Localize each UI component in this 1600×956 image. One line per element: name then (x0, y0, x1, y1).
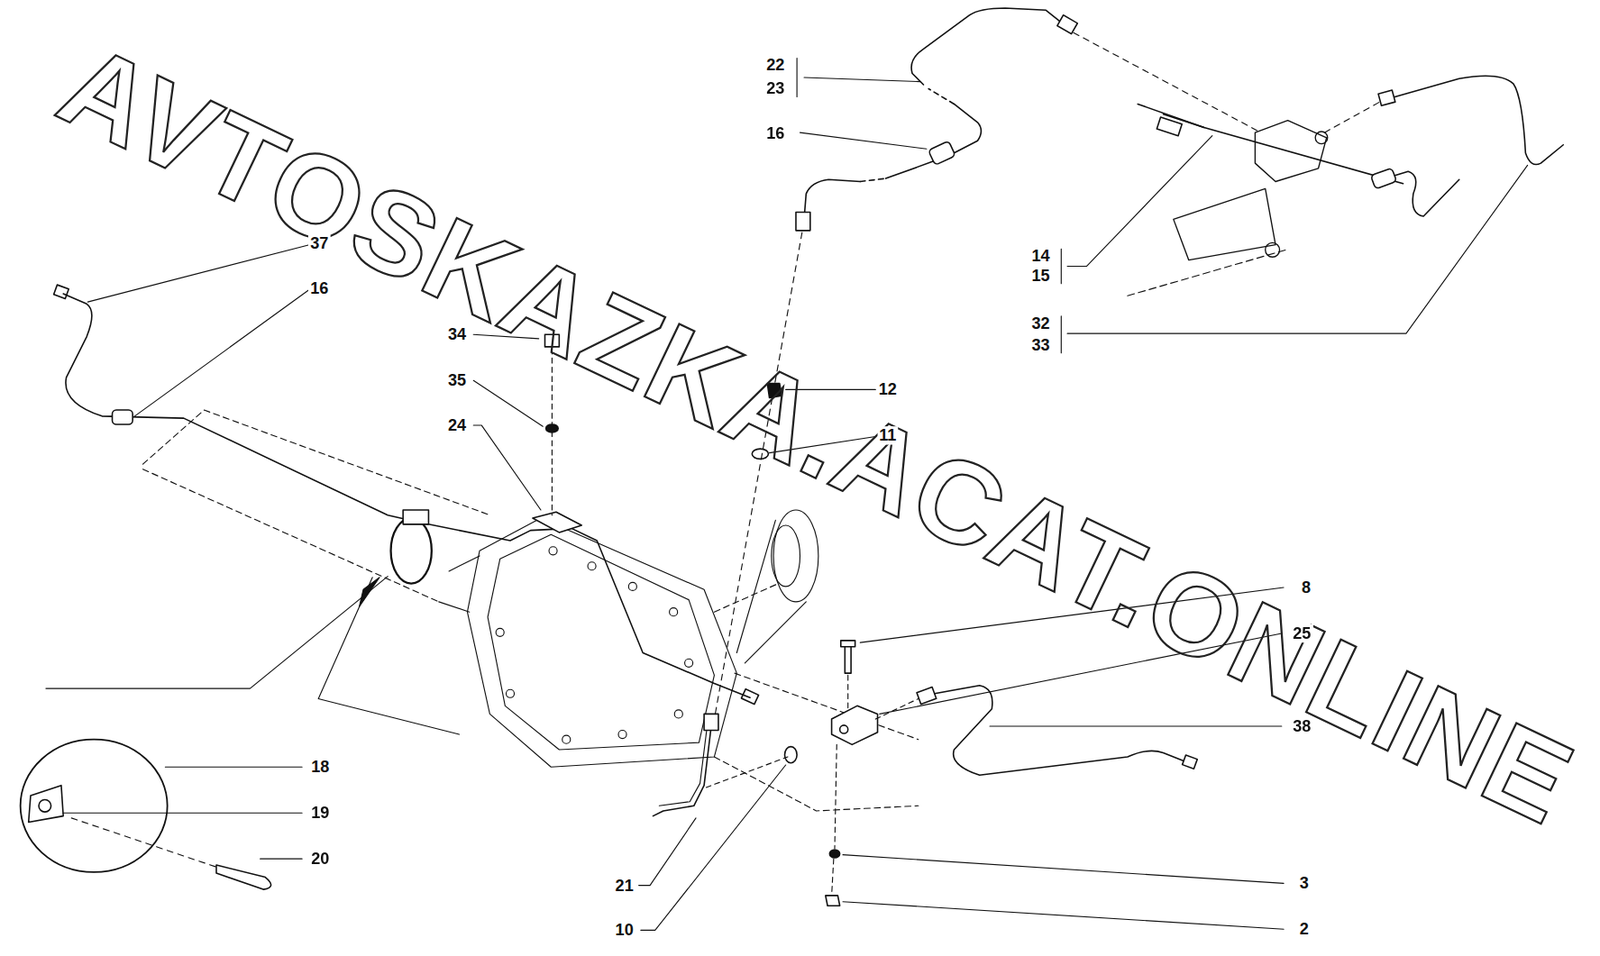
callout-number: 20 (309, 850, 332, 869)
callout-number: 32 (1029, 314, 1052, 333)
callout-number: 12 (876, 380, 899, 399)
callout-number: 10 (612, 921, 636, 940)
callout-number: 8 (1299, 578, 1314, 597)
callout-number: 35 (446, 371, 469, 390)
callout-number: 37 (308, 234, 331, 253)
callout-number: 14 (1029, 246, 1052, 266)
callout-number: 33 (1029, 337, 1052, 356)
callout-number: 23 (764, 79, 787, 98)
callout-number: 11 (877, 426, 899, 445)
callout-number: 19 (309, 804, 332, 823)
callout-number: 16 (308, 279, 331, 298)
callout-number: 18 (309, 758, 332, 777)
callout-number: 38 (1290, 717, 1314, 736)
callout-number: 16 (764, 124, 787, 143)
callout-number: 24 (446, 416, 469, 435)
callout-number: 2 (1297, 920, 1311, 939)
watermark: AVTOSKAZKA.ACAT.ONLINE (44, 24, 1590, 843)
callout-number: 25 (1290, 624, 1314, 643)
callout-number: 21 (612, 877, 636, 896)
callout-number: 34 (446, 325, 469, 344)
callout-number: 22 (764, 55, 787, 74)
callout-number: 3 (1297, 874, 1311, 893)
callout-number: 15 (1029, 267, 1052, 286)
